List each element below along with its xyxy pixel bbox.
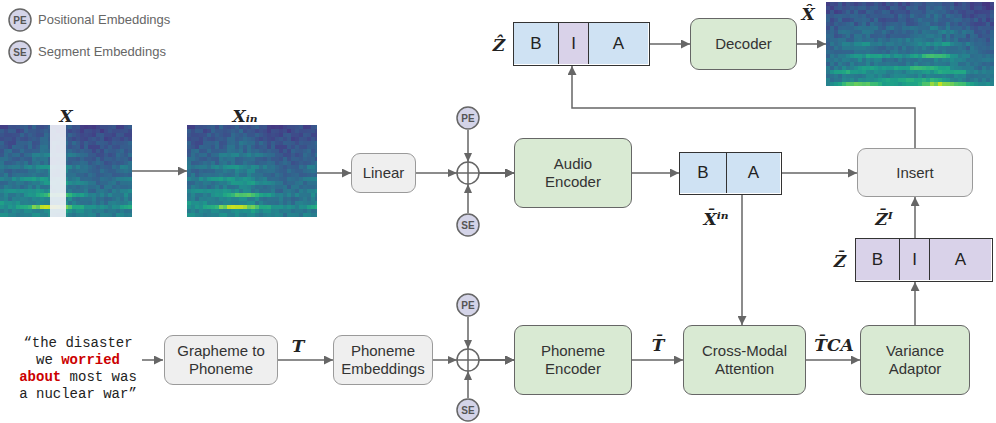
connector	[914, 282, 916, 325]
sum-symbol	[448, 153, 479, 193]
segment-label: B	[872, 250, 883, 270]
legend-tag: PE	[13, 15, 26, 26]
connector	[132, 170, 187, 172]
box-label: Grapheme to Phoneme	[175, 342, 267, 378]
module-box: Cross-Modal Attention	[683, 325, 806, 395]
connector	[806, 359, 860, 361]
symbol-label: X	[59, 108, 72, 125]
legend-text: Positional Embeddings	[38, 12, 170, 28]
connector	[632, 172, 679, 174]
box-label: Linear	[363, 164, 405, 182]
sentence-word: most was	[70, 369, 137, 385]
sentence-word: we	[36, 352, 53, 368]
legend-text: Segment Embeddings	[38, 44, 166, 60]
sentence-word: “the disaster	[23, 335, 132, 351]
box-label: Decoder	[715, 35, 772, 53]
operation-box: Phoneme Embeddings	[333, 335, 433, 385]
sequence-segment: B	[856, 239, 899, 280]
sentence-word: about	[19, 369, 61, 385]
connector	[632, 359, 683, 361]
symbol-label: X̄ⁱⁿ	[703, 211, 728, 228]
module-box: Phoneme Encoder	[514, 325, 632, 395]
box-label: Cross-Modal Attention	[695, 342, 795, 378]
spectrogram: Xᵢₙ	[187, 125, 317, 217]
sentence-word: a nuclear war”	[19, 386, 137, 402]
spectrogram: X̂	[826, 2, 994, 86]
symbol-group	[9, 9, 479, 380]
latent-sequence: ẐBIA	[513, 22, 650, 66]
connector	[572, 66, 915, 148]
sentence-word: worried	[61, 352, 120, 368]
signal-label: T̄	[652, 337, 665, 354]
embedding-circle: PE	[456, 293, 480, 317]
embedding-tag: PE	[461, 113, 474, 124]
segment-label: B	[697, 163, 708, 183]
spectrogram-image	[187, 125, 317, 217]
sentence-line: “the disaster	[23, 335, 132, 352]
spectrogram-image	[0, 125, 132, 217]
connector	[317, 172, 351, 174]
symbol-label: X̂	[801, 6, 814, 23]
box-label: Phoneme Embeddings	[338, 342, 428, 378]
module-box: Decoder	[690, 18, 797, 70]
sum-symbol	[448, 340, 479, 380]
segment-label: A	[748, 163, 759, 183]
segment-label: B	[530, 34, 541, 54]
sequence-segment: A	[726, 153, 780, 193]
sentence-line: a nuclear war”	[19, 386, 137, 403]
sequence-segment: A	[588, 23, 648, 64]
connector	[797, 43, 826, 45]
connector	[741, 195, 743, 325]
segment-label: I	[571, 34, 576, 54]
sequence-segment: A	[929, 239, 991, 280]
embedding-circle: SE	[456, 398, 480, 422]
signal-label: T̄CA	[814, 337, 853, 354]
legend-swatch	[9, 9, 31, 31]
embedding-circle: SE	[456, 213, 480, 237]
module-box: Variance Adaptor	[860, 325, 970, 395]
module-box: Audio Encoder	[514, 138, 632, 208]
symbol-label: Xᵢₙ	[232, 108, 257, 125]
operation-box: Linear	[351, 153, 416, 193]
embedding-tag: SE	[461, 220, 474, 231]
legend-tag: SE	[13, 47, 26, 58]
operation-box: Insert	[857, 148, 973, 197]
signal-label: Z̄ᴵ	[875, 211, 892, 228]
connector	[782, 172, 857, 174]
masked-segment	[50, 125, 66, 217]
segment-label: A	[955, 250, 966, 270]
sequence-segment: I	[558, 23, 588, 64]
input-arrow	[142, 359, 163, 361]
latent-sequence: Z̄BIA	[855, 238, 993, 282]
spectrogram-image	[826, 2, 994, 86]
embedding-tag: PE	[461, 300, 474, 311]
segment-label: I	[912, 250, 917, 270]
box-label: Insert	[896, 164, 934, 182]
connector	[278, 359, 333, 361]
sequence-segment: B	[514, 23, 558, 64]
connector-group	[132, 44, 915, 398]
sentence-line: about most was	[19, 369, 137, 386]
sentence-line: we worried	[36, 352, 120, 369]
embedding-circle: PE	[456, 106, 480, 130]
connector	[914, 197, 916, 238]
legend-swatch	[9, 41, 31, 63]
sequence-segment: B	[680, 153, 726, 193]
symbol-label: Z̄	[834, 253, 846, 270]
connector	[650, 43, 690, 45]
sequence-segment: I	[899, 239, 929, 280]
embedding-tag: SE	[461, 405, 474, 416]
operation-box: Grapheme to Phoneme	[164, 335, 278, 385]
box-label: Phoneme Encoder	[533, 342, 613, 378]
spectrogram: X	[0, 125, 132, 217]
signal-label: T	[292, 338, 305, 355]
latent-sequence: X̄ⁱⁿBA	[679, 152, 782, 195]
box-label: Audio Encoder	[538, 155, 608, 191]
symbol-label: Ẑ	[493, 37, 505, 54]
segment-label: A	[613, 34, 624, 54]
box-label: Variance Adaptor	[875, 342, 955, 378]
